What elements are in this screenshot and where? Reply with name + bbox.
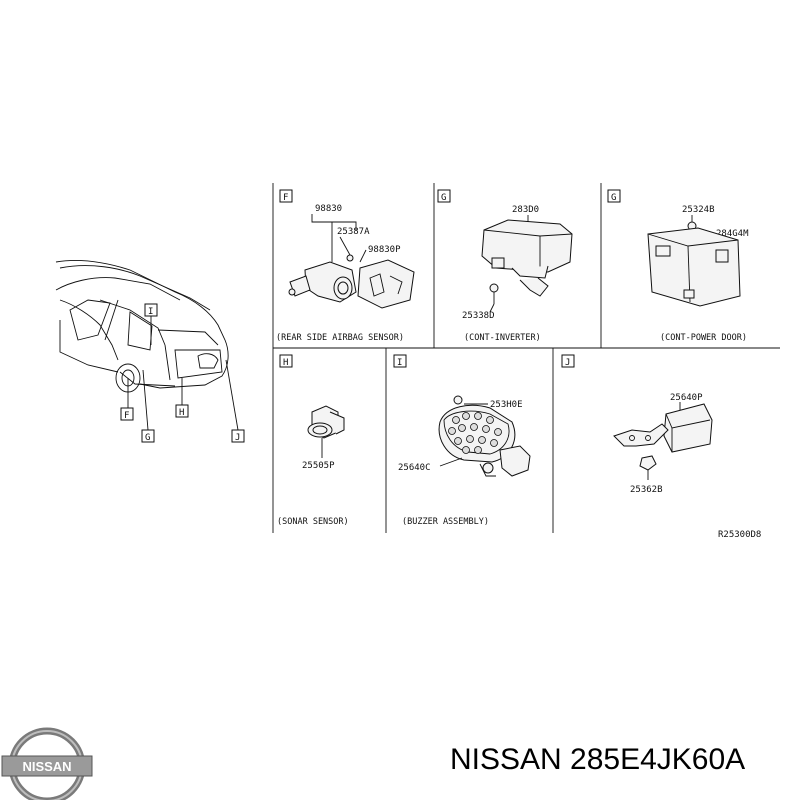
callout-J: J (231, 429, 245, 443)
panel-H: H 25505P (SONAR SENSOR) (277, 354, 349, 527)
panel-grid (272, 183, 780, 533)
svg-text:H: H (179, 408, 184, 418)
part-25387A: 25387A (337, 227, 370, 237)
part-283D0: 283D0 (512, 205, 539, 215)
nut-icon (639, 455, 657, 471)
svg-text:J: J (565, 358, 570, 368)
part-25640P: 25640P (670, 393, 703, 403)
part-25324B: 25324B (682, 205, 715, 215)
panel-F: F 98830 25387A 98830P (REAR SIDE AIRBAG … (276, 189, 415, 343)
part-284G4M: 284G4M (716, 229, 749, 239)
svg-text:(REAR SIDE AIRBAG SENSOR): (REAR SIDE AIRBAG SENSOR) (276, 333, 404, 343)
svg-text:(CONT-INVERTER): (CONT-INVERTER) (464, 333, 541, 343)
airbag-sensor-icon (288, 254, 357, 303)
callout-I: I (144, 303, 158, 317)
svg-text:J: J (235, 433, 240, 443)
svg-text:(SONAR SENSOR): (SONAR SENSOR) (277, 517, 349, 527)
part-25362B: 25362B (630, 485, 663, 495)
callout-H: H (175, 404, 189, 418)
svg-text:I: I (397, 358, 402, 368)
panel-G-power-door: G 25324B 284G4M (CONT-POWER DOOR) (607, 189, 749, 343)
callout-F: F (120, 407, 134, 421)
svg-text:F: F (124, 411, 129, 421)
diagram-code: R25300D8 (718, 530, 761, 540)
buzzer-icon (438, 395, 531, 477)
antenna-module-icon (613, 403, 713, 453)
svg-text:G: G (145, 433, 150, 443)
part-253H0E: 253H0E (490, 400, 523, 410)
part-25505P: 25505P (302, 461, 335, 471)
bolt-icon (489, 283, 499, 313)
callout-G: G (141, 429, 155, 443)
part-98830P: 98830P (368, 245, 401, 255)
sensor-cover-icon (357, 259, 415, 309)
part-25640C: 25640C (398, 463, 431, 473)
svg-text:NISSAN: NISSAN (22, 759, 71, 774)
panel-J: J 25640P 25362B R25300D8 (561, 354, 761, 540)
vehicle-overview: I F G H J (55, 260, 245, 443)
panel-I: I 253H0E 25640C (BUZZER ASSEMBLY) (393, 354, 531, 527)
svg-text:H: H (283, 358, 288, 368)
power-door-module-icon (647, 221, 741, 307)
svg-text:G: G (441, 193, 446, 203)
inverter-module-icon (481, 219, 573, 297)
sonar-sensor-icon (307, 405, 345, 439)
svg-text:G: G (611, 193, 616, 203)
part-98830: 98830 (315, 204, 342, 214)
nissan-logo-icon: NISSAN (1, 727, 93, 800)
part-number-title: NISSAN 285E4JK60A (450, 743, 746, 776)
svg-text:(CONT-POWER DOOR): (CONT-POWER DOOR) (660, 333, 747, 343)
panel-G-inverter: G 283D0 25338D (CONT-INVERTER) (437, 189, 573, 343)
svg-text:F: F (283, 193, 288, 203)
svg-text:(BUZZER ASSEMBLY): (BUZZER ASSEMBLY) (402, 517, 489, 527)
part-25338D: 25338D (462, 311, 495, 321)
svg-text:I: I (148, 307, 153, 317)
